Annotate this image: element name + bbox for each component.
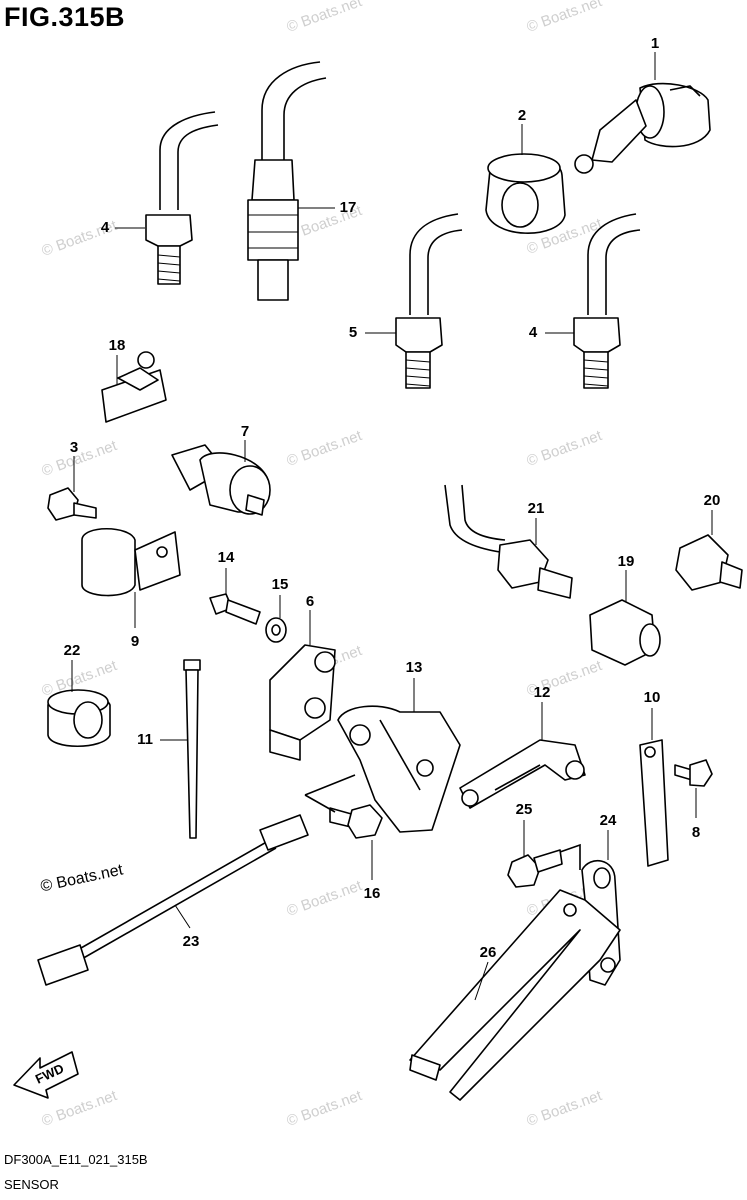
callout-11: 11 <box>137 731 153 748</box>
part-4-sensor-left <box>145 111 219 285</box>
part-11-cable-tie <box>183 659 201 839</box>
callout-24: 24 <box>599 812 617 829</box>
part-15-washer <box>265 617 287 643</box>
callout-21: 21 <box>527 500 545 517</box>
part-23-harness <box>37 814 309 986</box>
callout-2: 2 <box>517 107 527 124</box>
part-13-bracket <box>337 705 461 833</box>
part-5-sensor <box>395 213 463 389</box>
part-25-bolt <box>507 843 581 888</box>
callout-22: 22 <box>63 642 81 659</box>
callout-8: 8 <box>691 824 701 841</box>
callout-4-left: 4 <box>100 219 110 236</box>
part-12-lever <box>459 739 586 809</box>
fwd-arrow-icon: FWD <box>13 1051 79 1099</box>
part-19-fitting <box>589 599 661 666</box>
callout-7: 7 <box>240 423 250 440</box>
part-1-sensor <box>574 82 711 174</box>
callout-13: 13 <box>405 659 423 676</box>
part-21-sensor <box>444 484 573 599</box>
part-26-bracket <box>409 889 621 1101</box>
callout-25: 25 <box>515 801 533 818</box>
figure-name: SENSOR <box>4 1177 59 1192</box>
callout-18: 18 <box>108 337 126 354</box>
figure-title: FIG.315B <box>4 2 126 32</box>
callout-9: 9 <box>130 633 140 650</box>
part-8-bolt <box>674 759 713 787</box>
callout-3: 3 <box>69 439 79 456</box>
part-17-sensor <box>247 61 327 301</box>
part-2-grommet <box>485 153 566 234</box>
figure-code: DF300A_E11_021_315B <box>4 1152 148 1167</box>
part-9-clamp <box>81 528 181 597</box>
part-22-grommet <box>47 689 111 748</box>
part-7-sensor <box>171 444 271 516</box>
part-14-bolt <box>209 593 261 625</box>
part-16-bolt <box>304 774 383 839</box>
callout-12: 12 <box>533 684 551 701</box>
callout-17: 17 <box>339 199 357 216</box>
callout-16: 16 <box>363 885 381 902</box>
callout-19: 19 <box>617 553 635 570</box>
part-4-sensor-right <box>573 213 641 389</box>
callout-1: 1 <box>650 35 660 52</box>
part-20-sensor <box>675 534 743 591</box>
callout-4-right: 4 <box>528 324 538 341</box>
callout-15: 15 <box>271 576 289 593</box>
callout-20: 20 <box>703 492 721 509</box>
callout-6: 6 <box>305 593 315 610</box>
leader-lines <box>71 52 713 1001</box>
callout-10: 10 <box>643 689 661 706</box>
callout-26: 26 <box>479 944 497 961</box>
part-3-bolt <box>47 487 97 521</box>
callout-14: 14 <box>217 549 235 566</box>
part-10-strap <box>639 739 669 867</box>
part-18-clip <box>101 351 167 423</box>
callout-5: 5 <box>348 324 358 341</box>
callout-23: 23 <box>182 933 200 950</box>
part-6-sensor <box>269 644 336 761</box>
